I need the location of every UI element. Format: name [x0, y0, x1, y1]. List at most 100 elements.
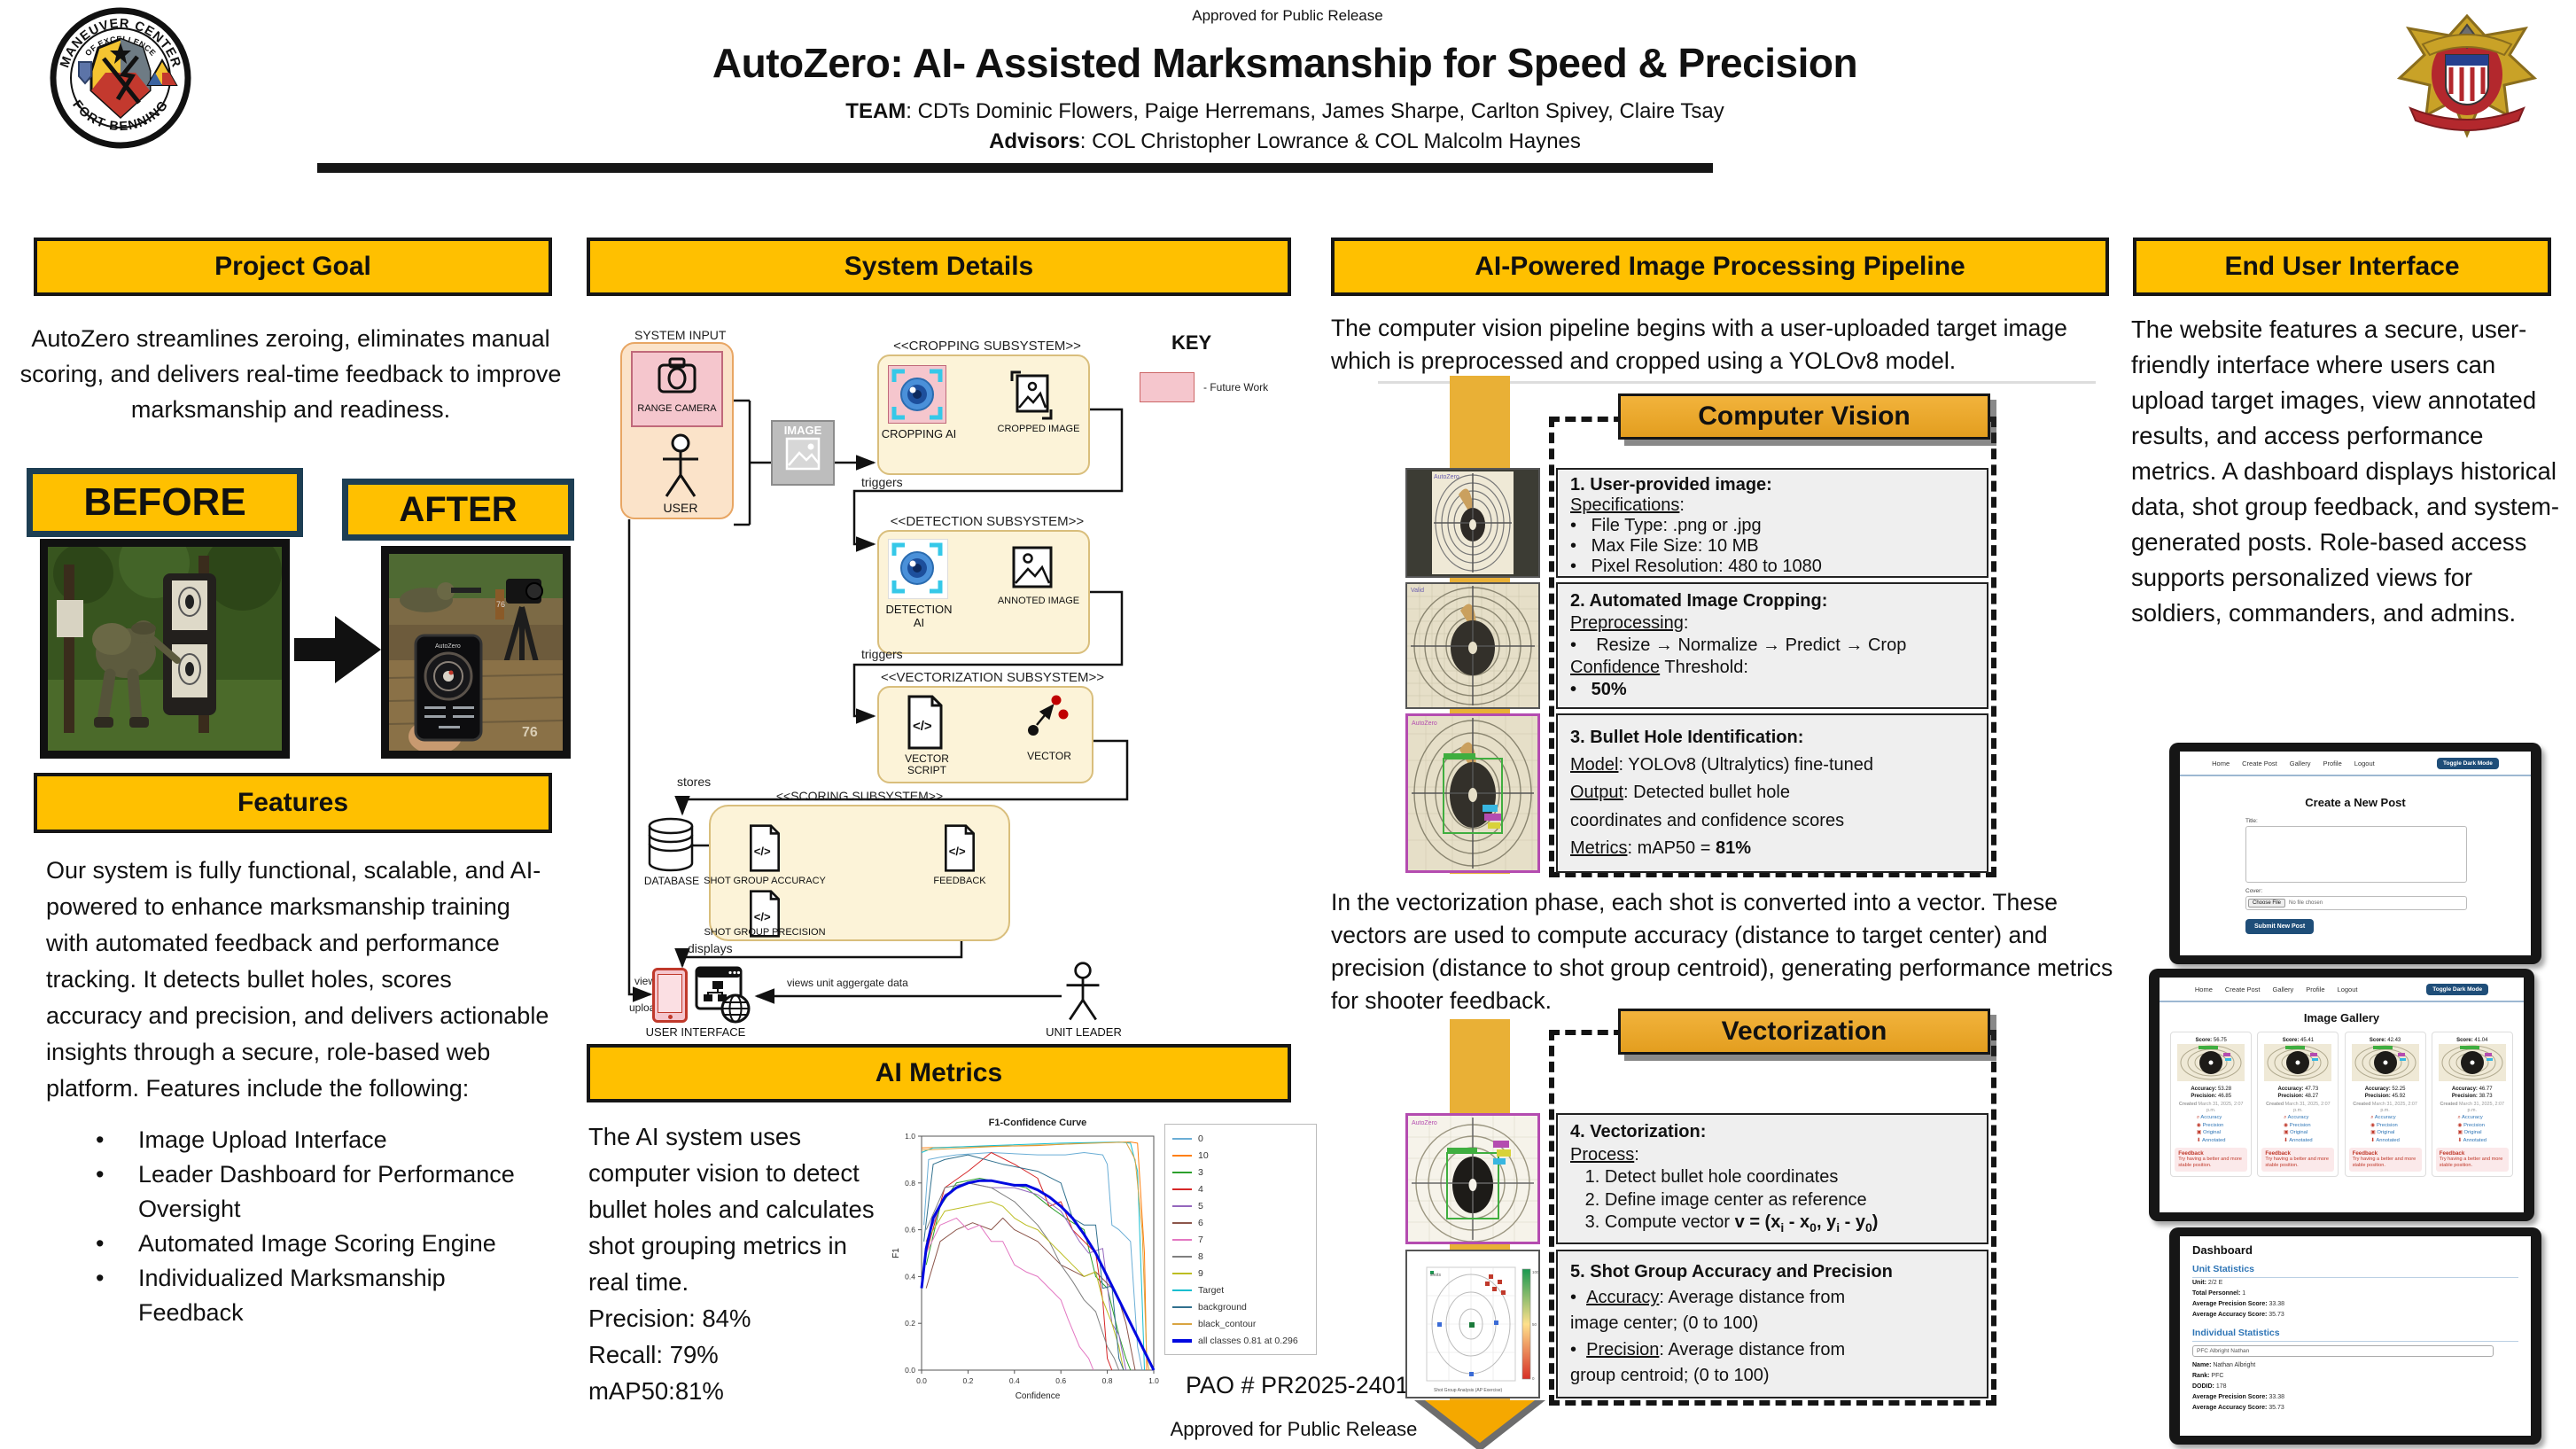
image-icon: [785, 437, 821, 471]
team-names: : CDTs Dominic Flowers, Paige Herremans,…: [906, 99, 1724, 123]
step-line: Confidence Threshold:: [1570, 658, 1748, 677]
target-thumbnail: [2351, 1044, 2419, 1086]
nav-link: Logout: [2337, 985, 2358, 993]
step-line: • Max File Size: 10 MB: [1570, 536, 1759, 556]
card-score: Score: 41.04: [2456, 1038, 2488, 1043]
svg-text:0.0: 0.0: [916, 1376, 927, 1385]
shot-group-accuracy-label: SHOT GROUP ACCURACY: [704, 876, 826, 886]
system-input-label: SYSTEM INPUT: [634, 328, 727, 342]
step-line: • Resize → Normalize → Predict → Crop: [1570, 635, 1907, 655]
stores-label: stores: [677, 775, 712, 789]
step-line: 5. Shot Group Accuracy and Precision: [1570, 1262, 1893, 1282]
list-item: mAP50:81%: [588, 1377, 724, 1405]
approved-top-text: Approved for Public Release: [1192, 7, 1383, 24]
no-file-chosen-text: No file chosen: [2289, 900, 2323, 906]
card-link: ◉ Precision: [2457, 1122, 2485, 1128]
card-links: ⌕ Accuracy◉ Precision▣ Original⬇ Annotat…: [2370, 1114, 2400, 1144]
step-line: coordinates and confidence scores: [1570, 810, 1845, 830]
svg-text:76: 76: [496, 600, 505, 609]
step-line: • 50%: [1570, 680, 1627, 699]
soldier-select: PFC Albright Nathan: [2192, 1345, 2494, 1357]
card-link: ⬇ Annotated: [2284, 1137, 2313, 1143]
after-label: AFTER: [342, 479, 574, 541]
annoted-image-icon: [1012, 546, 1053, 588]
step-line: 2. Automated Image Cropping:: [1570, 591, 1828, 611]
svg-text:Shot Group Analysis (AP Exerci: Shot Group Analysis (AP Exercise): [1434, 1388, 1502, 1393]
tablet-icon: [652, 968, 688, 1023]
title-textarea: [2245, 826, 2467, 883]
individual-statistics-heading: Individual Statistics: [2192, 1328, 2518, 1342]
vectorization-subsystem-label: <<VECTORIZATION SUBSYSTEM>>: [881, 670, 1105, 685]
legend-entry: 7: [1172, 1231, 1309, 1248]
step-line: 3. Compute vector v = (xi - x0, yi - y0): [1570, 1212, 1879, 1235]
legend-entry: background: [1172, 1298, 1309, 1315]
detection-ai-label: DETECTION AI: [885, 603, 953, 629]
nav-link: Home: [2194, 985, 2213, 993]
stat-line: DODID: 178: [2192, 1383, 2227, 1390]
advisors-label: Advisors: [989, 129, 1080, 153]
project-goal-text: AutoZero streamlines zeroing, eliminates…: [19, 325, 562, 423]
cropping-subsystem-label: <<CROPPING SUBSYSTEM>>: [893, 339, 1081, 354]
vect-step-5: 5. Shot Group Accuracy and Precision• Ac…: [1556, 1250, 1988, 1398]
svg-text:0.0: 0.0: [905, 1366, 915, 1375]
svg-text:0.2: 0.2: [905, 1319, 915, 1328]
step-line: 4. Vectorization:: [1570, 1122, 1707, 1142]
eui-text: The website features a secure, user-frie…: [2131, 316, 2560, 627]
after-photo: 76 76 AutoZero: [381, 546, 571, 759]
card-link: ▣ Original: [2457, 1130, 2482, 1135]
project-goal-header: Project Goal: [34, 238, 552, 296]
web-dashboard-icon: [695, 966, 751, 1024]
card-link: ⌕ Accuracy: [2196, 1115, 2222, 1120]
legend-entry: 10: [1172, 1147, 1309, 1164]
svg-text:0: 0: [1532, 1376, 1535, 1381]
card-created: Created March 31, 2025, 2:07 p.m.: [2266, 1102, 2331, 1113]
stat-line: Average Precision Score: 33.38: [2192, 1394, 2285, 1400]
page-title: AutoZero: AI- Assisted Marksmanship for …: [712, 40, 1858, 86]
vect-banner: Vectorization: [1618, 1009, 1990, 1055]
detection-subsystem-label: <<DETECTION SUBSYSTEM>>: [890, 514, 1085, 529]
eui-header: End User Interface: [2133, 238, 2551, 296]
legend-entry: 5: [1172, 1197, 1309, 1214]
vector-label: VECTOR: [1027, 750, 1071, 762]
header-divider: [317, 163, 1713, 173]
card-accuracy: Accuracy: 52.25: [2364, 1087, 2406, 1092]
system-details-diagram: SYSTEM INPUT RANGE CAMERA USER IMAGE <<C…: [603, 303, 1289, 1044]
cv-banner: Computer Vision: [1618, 393, 1990, 440]
step-line: image center; (0 to 100): [1570, 1313, 1759, 1334]
stat-line: Unit: 2/2 E: [2192, 1280, 2223, 1286]
step-line: • File Type: .png or .jpg: [1570, 516, 1762, 535]
svg-text:</>: </>: [949, 845, 966, 858]
annoted-image-label: ANNOTED IMAGE: [997, 596, 1080, 606]
mcoe-fort-benning-logo: MANEUVER CENTER OF EXCELLENCE FORT BENNI…: [50, 7, 191, 149]
card-link: ⬇ Annotated: [2370, 1137, 2400, 1143]
team-label: TEAM: [845, 99, 907, 123]
card-link: ◉ Precision: [2196, 1122, 2224, 1128]
approved-bottom-text: Approved for Public Release: [1170, 1418, 1418, 1440]
features-text: Our system is fully functional, scalable…: [46, 857, 549, 1102]
card-link: ⌕ Accuracy: [2284, 1115, 2309, 1120]
svg-text:AutoZero: AutoZero: [435, 643, 461, 650]
stat-line: Total Personnel: 1: [2192, 1290, 2246, 1297]
nav-link: Logout: [2354, 759, 2375, 767]
svg-text:F1-Confidence Curve: F1-Confidence Curve: [989, 1118, 1087, 1128]
card-created: Created March 31, 2025, 2:07 p.m.: [2178, 1102, 2244, 1113]
nav-link: Home: [2212, 759, 2230, 767]
pipeline-rule: [1378, 381, 2096, 384]
svg-text:</>: </>: [754, 845, 771, 858]
nav-link: Create Post: [2224, 985, 2261, 993]
card-link: ⬇ Annotated: [2457, 1137, 2487, 1143]
cropped-image-label: CROPPED IMAGE: [997, 424, 1080, 434]
svg-text:shots: shots: [1430, 1273, 1441, 1278]
legend-entry: all classes 0.81 at 0.296: [1172, 1332, 1309, 1349]
